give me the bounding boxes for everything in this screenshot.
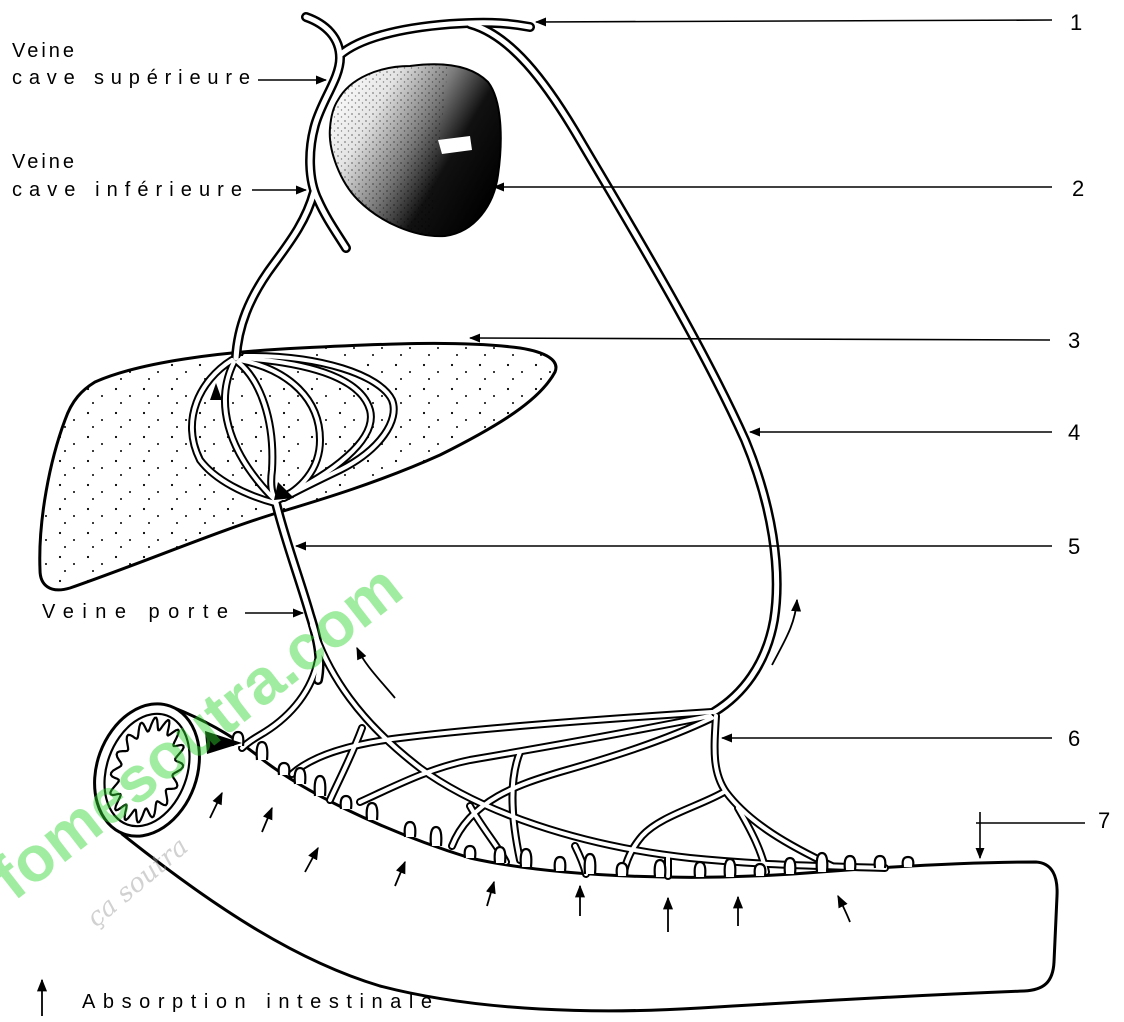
intestinal-villus: [617, 863, 628, 876]
intestinal-villus: [725, 859, 736, 877]
intestinal-villus: [341, 796, 352, 809]
intestinal-villus: [695, 862, 706, 877]
label-number-7: 7: [1098, 808, 1110, 833]
heart-stipple: [330, 65, 448, 237]
intestinal-villus: [817, 853, 828, 872]
intestinal-villus: [315, 776, 326, 796]
portal-flow-arrow-icon: [357, 648, 395, 698]
label-number-4: 4: [1068, 420, 1080, 445]
intestinal-villus: [495, 847, 506, 863]
intestinal-villus: [755, 864, 766, 876]
intestinal-villus: [367, 803, 378, 820]
intestinal-villus: [845, 856, 856, 870]
label-veine-porte: Veine porte: [42, 601, 228, 623]
intestinal-villus: [279, 763, 290, 775]
intestinal-villus: [431, 827, 442, 846]
inferior-vena-cava-hepatic-segment-lumen: [236, 192, 314, 358]
liver-stippling: [40, 343, 556, 589]
intestinal-villus: [405, 822, 416, 837]
intestinal-villus: [555, 857, 566, 871]
intestinal-villus: [585, 854, 596, 874]
label-number-3: 3: [1068, 328, 1080, 353]
label-vcs-line1: Veine: [12, 40, 74, 62]
label-vci-line1: Veine: [12, 151, 74, 173]
intestinal-villus: [257, 742, 268, 760]
label-number-1: 1: [1070, 10, 1082, 35]
intestinal-villus: [785, 858, 796, 874]
intestinal-villus: [655, 860, 666, 877]
intestinal-villus: [295, 768, 306, 784]
intestinal-villus: [465, 846, 476, 858]
label-vcs-line2: cave supérieure: [12, 67, 250, 89]
label-3-pointer: [470, 338, 1050, 340]
mesenteric-capillary-lumen: [330, 728, 362, 800]
label-1-pointer: [536, 20, 1052, 22]
label-number-2: 2: [1072, 176, 1084, 201]
legend-text: Absorption intestinale: [82, 991, 432, 1013]
label-number-6: 6: [1068, 726, 1080, 751]
intestinal-villus: [903, 857, 914, 867]
liver: [40, 343, 556, 589]
label-number-5: 5: [1068, 534, 1080, 559]
intestinal-villus: [521, 849, 532, 867]
label-vci-line2: cave inférieure: [12, 179, 242, 201]
heart: [330, 64, 501, 236]
intestinal-villus: [875, 856, 886, 868]
